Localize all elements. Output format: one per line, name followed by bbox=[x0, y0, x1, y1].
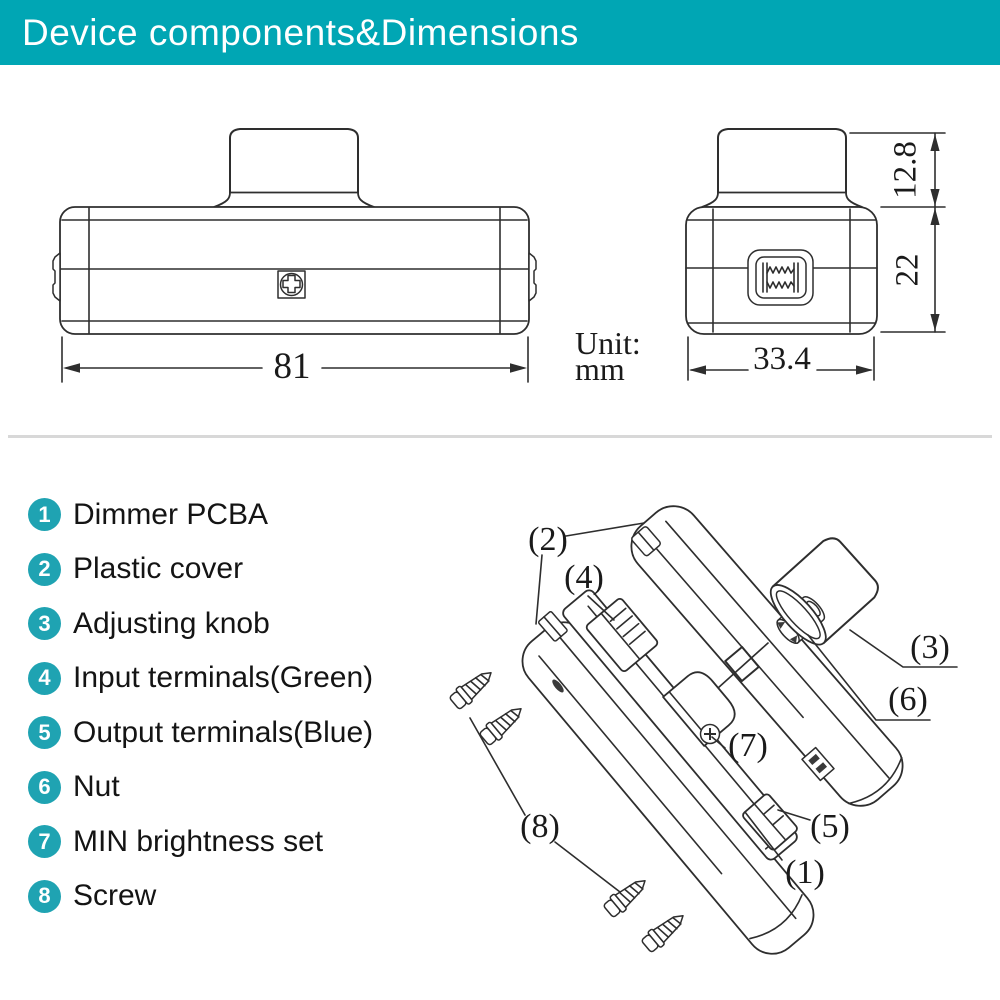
exploded-label-1: (1) bbox=[785, 854, 825, 891]
unit-note: Unit: mm bbox=[575, 325, 641, 387]
exploded-label-6: (6) bbox=[888, 681, 928, 718]
component-number-badge: 4 bbox=[28, 661, 61, 695]
min-brightness-screw-icon bbox=[699, 723, 721, 745]
component-item: 3 Adjusting knob bbox=[28, 607, 373, 640]
component-label: Adjusting knob bbox=[73, 606, 270, 640]
side-height-dimensions: 12.8 22 bbox=[849, 132, 946, 333]
component-number-badge: 7 bbox=[28, 825, 61, 858]
component-item: 1 Dimmer PCBA bbox=[28, 498, 373, 531]
component-item: 2 Plastic cover bbox=[28, 552, 373, 586]
side-view-drawing: 33.4 12.8 22 bbox=[685, 128, 946, 381]
exploded-view-drawing: (1) (2) (3) (4) (5) (6) (7) (8) bbox=[449, 505, 958, 955]
component-label: Input terminals(Green) bbox=[73, 661, 374, 694]
bottom-cover-clip bbox=[538, 611, 568, 642]
component-label: MIN brightness set bbox=[73, 824, 324, 858]
component-number-badge: 5 bbox=[28, 716, 61, 749]
exploded-label-5: (5) bbox=[810, 808, 850, 845]
exploded-label-3: (3) bbox=[910, 629, 950, 666]
knob-part bbox=[769, 537, 879, 646]
front-view-drawing: 81 bbox=[52, 128, 537, 387]
component-item: 6 Nut bbox=[28, 770, 373, 804]
body-height-value: 22 bbox=[890, 254, 926, 287]
exploded-label-4: (4) bbox=[564, 559, 604, 596]
top-cover-part bbox=[630, 505, 904, 807]
side-knob-icon bbox=[717, 128, 847, 194]
knob-height-value: 12.8 bbox=[888, 141, 924, 199]
screw-icon bbox=[641, 914, 684, 953]
component-number-badge: 8 bbox=[28, 879, 61, 913]
component-label: Screw bbox=[73, 879, 157, 912]
component-item: 4 Input terminals(Green) bbox=[28, 661, 374, 695]
component-item: 5 Output terminals(Blue) bbox=[28, 716, 373, 749]
screw-icon bbox=[479, 707, 522, 746]
pot-thread-part bbox=[724, 645, 760, 683]
input-terminal-part bbox=[585, 597, 659, 673]
exploded-label-8: (8) bbox=[520, 808, 560, 845]
dimension-drawing: 81 bbox=[52, 128, 946, 387]
front-screw-icon bbox=[277, 270, 306, 299]
component-item: 7 MIN brightness set bbox=[28, 825, 373, 858]
screw-icon bbox=[449, 671, 492, 710]
side-width-value: 33.4 bbox=[753, 341, 811, 377]
cover-terminal-window bbox=[801, 746, 835, 782]
page-title: Device components&Dimensions bbox=[22, 11, 579, 53]
front-width-dimension: 81 bbox=[61, 336, 529, 387]
component-item: 8 Screw bbox=[28, 879, 373, 913]
leader-lines bbox=[469, 522, 958, 893]
component-number-badge: 3 bbox=[28, 607, 61, 640]
section-divider bbox=[8, 435, 992, 438]
component-label: Nut bbox=[73, 770, 120, 803]
header-banner: Device components&Dimensions bbox=[0, 0, 1000, 65]
component-list: 1 Dimmer PCBA 2 Plastic cover 3 Adjustin… bbox=[28, 498, 373, 934]
front-width-value: 81 bbox=[274, 346, 311, 387]
unit-label-line2: mm bbox=[575, 351, 625, 387]
exploded-label-7: (7) bbox=[728, 727, 768, 764]
exploded-label-2: (2) bbox=[528, 521, 568, 558]
component-number-badge: 6 bbox=[28, 770, 61, 804]
unit-label-line1: Unit: bbox=[575, 325, 641, 361]
screw-icon bbox=[603, 879, 646, 918]
component-label: Output terminals(Blue) bbox=[73, 715, 374, 749]
component-label: Dimmer PCBA bbox=[73, 497, 269, 531]
component-number-badge: 2 bbox=[28, 552, 61, 586]
output-terminal-part bbox=[742, 793, 798, 851]
strain-relief-icon bbox=[747, 249, 814, 306]
component-label: Plastic cover bbox=[73, 552, 244, 585]
component-number-badge: 1 bbox=[28, 498, 61, 531]
side-width-dimension: 33.4 bbox=[687, 336, 875, 381]
front-knob-icon bbox=[229, 128, 359, 194]
